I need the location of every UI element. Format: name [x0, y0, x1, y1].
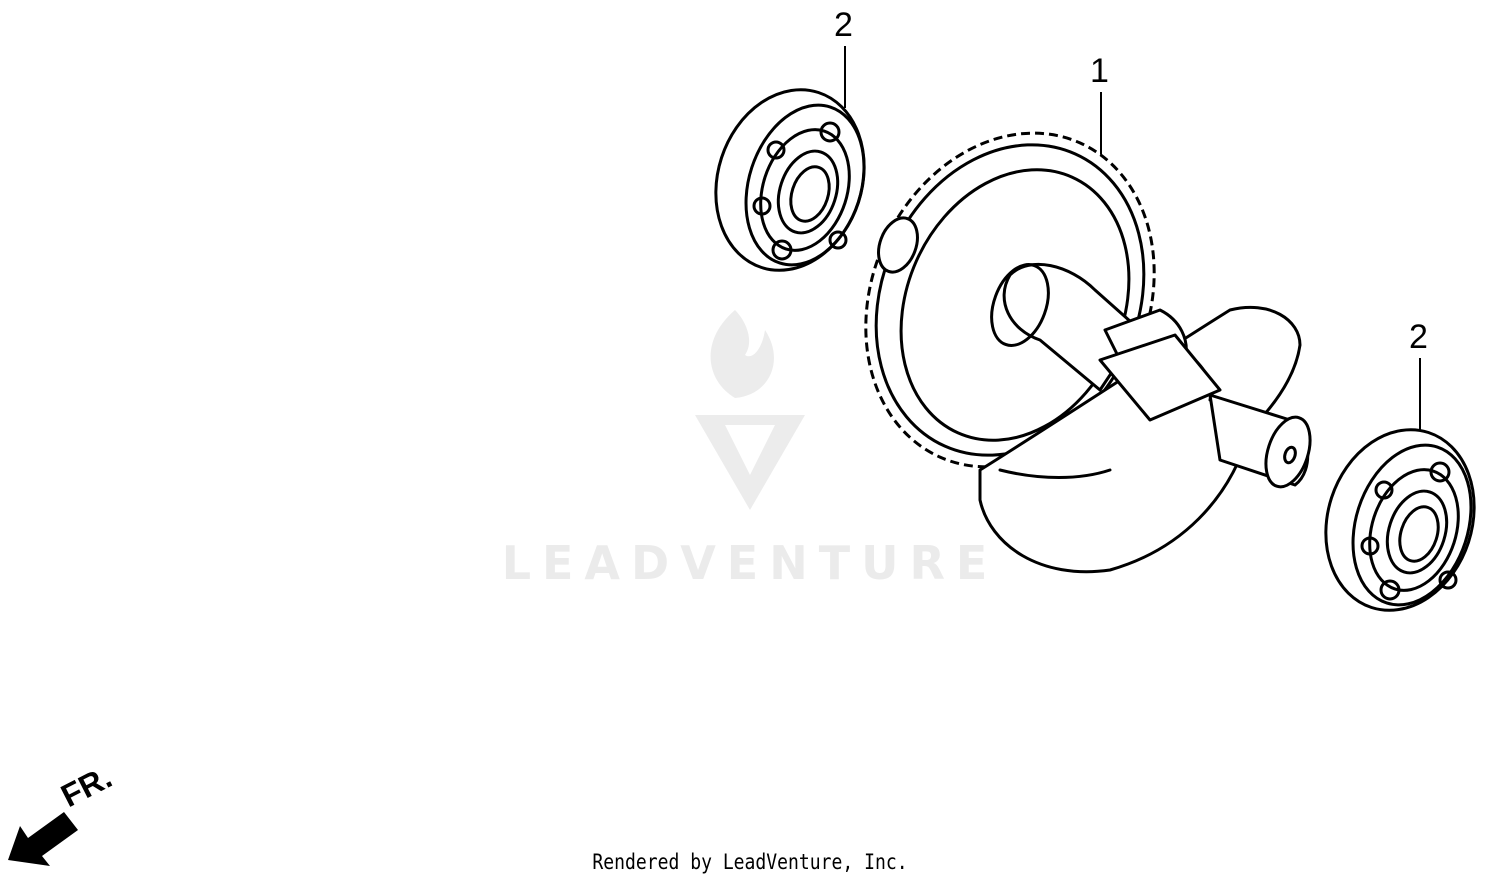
callout-bearing-right: 2 [1409, 318, 1428, 356]
leader-lines [844, 46, 1421, 440]
watermark-logo [695, 310, 805, 510]
front-direction-arrow-icon [8, 812, 78, 866]
bearing-right [1324, 428, 1476, 612]
render-credit: Rendered by LeadVenture, Inc. [592, 850, 908, 874]
callout-bearing-left: 2 [834, 6, 853, 44]
crankshaft [864, 131, 1312, 574]
callout-crankshaft: 1 [1090, 52, 1109, 90]
bearing-left [714, 88, 866, 272]
watermark-text: LEADVENTURE [501, 536, 999, 590]
